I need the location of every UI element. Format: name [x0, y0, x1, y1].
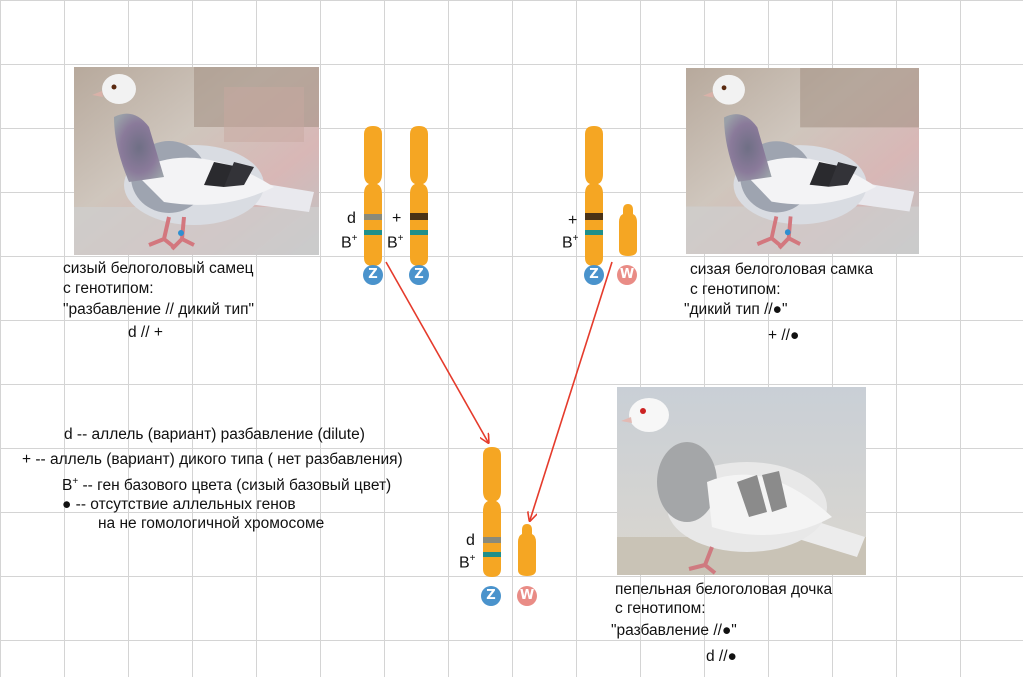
female-caption-line1: сизая белоголовая самка — [690, 261, 874, 278]
male-chrom1-sup: + — [351, 233, 358, 244]
male-chromosome-z2 — [410, 126, 428, 266]
legend-gene-b: B — [62, 477, 73, 495]
female-caption-line3: "дикий тип //●" — [684, 301, 788, 318]
legend-line-base-color: B+ -- ген базового цвета (сизый базовый … — [62, 473, 391, 495]
male-chrom2-sup: + — [397, 233, 404, 244]
daughter-chromosome-w — [518, 524, 536, 576]
legend-base-color-text: -- ген базового цвета (сизый базовый цве… — [82, 477, 392, 495]
daughter-genotype: d //● — [706, 648, 737, 665]
male-chrom1-bottom-label: B+ — [341, 233, 358, 252]
male-badge-z2: Z — [409, 265, 429, 285]
male-chrom2-bottom-label: B+ — [387, 233, 404, 252]
male-chrom1-gene-b: B — [341, 234, 352, 252]
arrow-female-to-daughter — [530, 261, 613, 520]
female-chrom1-gene-b: B — [562, 234, 573, 252]
daughter-chrom1-bottom-label: B+ — [459, 553, 476, 572]
daughter-caption-line2: с генотипом: — [615, 600, 706, 617]
daughter-caption-line3: "разбавление //●" — [611, 622, 737, 639]
legend-line-absence: ● -- отсутствие аллельных генов — [62, 496, 296, 513]
female-badge-w: W — [617, 265, 637, 285]
female-chrom1-bottom-label: B+ — [562, 233, 579, 252]
daughter-chrom1-top-label: d — [466, 532, 475, 549]
male-chrom1-top-label: d — [347, 210, 356, 227]
male-caption-line1: сизый белоголовый самец — [63, 260, 254, 277]
female-chromosome-z — [585, 126, 603, 266]
daughter-badge-w: W — [517, 586, 537, 606]
male-caption-line2: с генотипом: — [63, 280, 154, 297]
arrow-male-to-daughter — [385, 261, 488, 442]
female-badge-z: Z — [584, 265, 604, 285]
male-chromosome-z1 — [364, 126, 382, 266]
female-genotype: + //● — [768, 327, 800, 344]
daughter-caption-line1: пепельная белоголовая дочка — [615, 581, 833, 598]
male-genotype: d // + — [128, 324, 163, 341]
male-caption-line3: "разбавление // дикий тип" — [63, 301, 255, 318]
female-chromosome-w — [619, 204, 637, 256]
legend-line-nonhomologous: на не гомологичной хромосоме — [98, 515, 325, 532]
male-pigeon-photo — [74, 67, 319, 255]
daughter-chrom1-sup: + — [469, 553, 476, 564]
daughter-chrom1-gene-b: B — [459, 554, 470, 572]
legend-gene-sup: + — [72, 476, 79, 487]
legend-line-dilute: d -- аллель (вариант) разбавление (dilut… — [64, 426, 365, 443]
legend-line-wild-type: + -- аллель (вариант) дикого типа ( нет … — [22, 451, 403, 468]
male-chrom2-top-label: + — [392, 210, 402, 227]
daughter-pigeon-photo — [617, 387, 866, 575]
female-chrom1-sup: + — [572, 233, 579, 244]
female-pigeon-photo — [686, 68, 919, 254]
male-badge-z1: Z — [363, 265, 383, 285]
female-caption-line2: с генотипом: — [690, 281, 781, 298]
female-chrom1-top-label: + — [568, 212, 578, 229]
daughter-badge-z: Z — [481, 586, 501, 606]
daughter-chromosome-z — [483, 447, 501, 577]
male-chrom2-gene-b: B — [387, 234, 398, 252]
